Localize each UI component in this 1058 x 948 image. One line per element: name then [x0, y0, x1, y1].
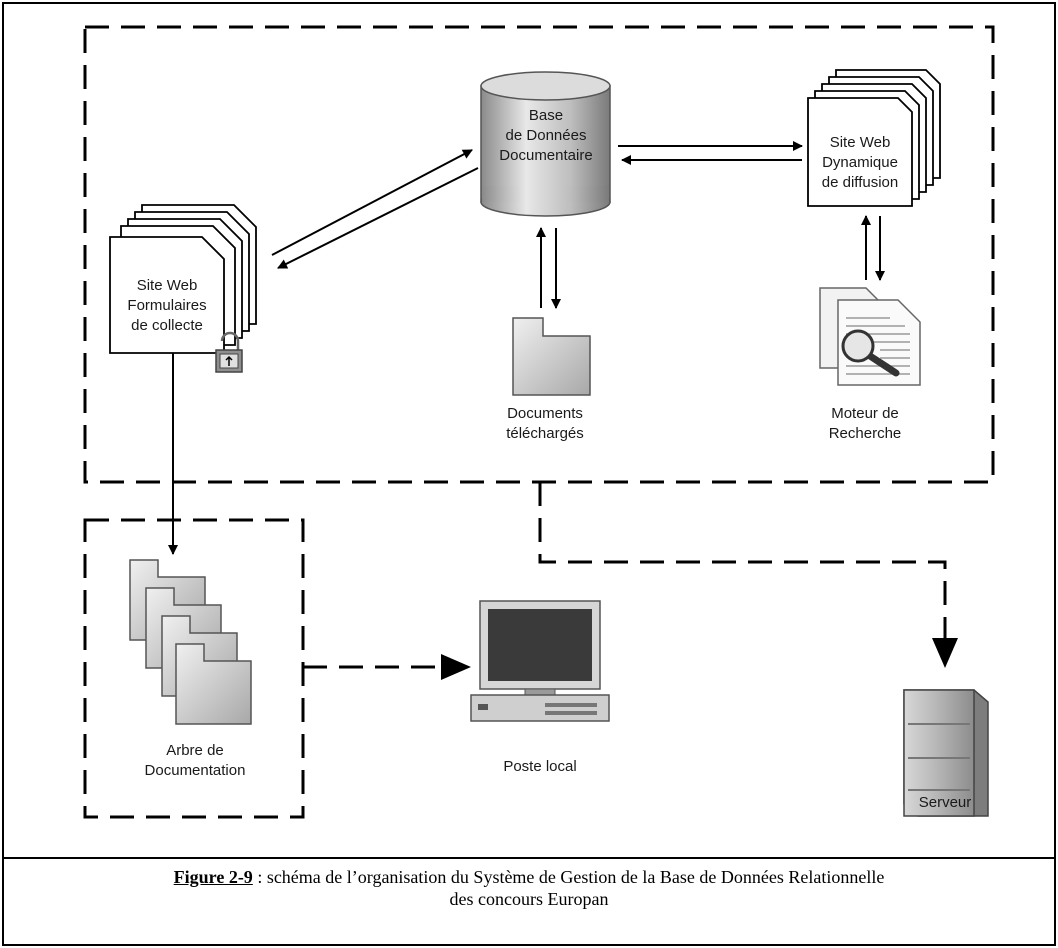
caption-text-line2: des concours Europan [449, 889, 609, 909]
lock-icon [215, 331, 243, 373]
doc-tree-label: Arbre de Documentation [115, 741, 275, 781]
local-pc-label-text: Poste local [503, 758, 577, 775]
doc-tree-label-line2: Documentation [144, 762, 246, 779]
database-label-line2: de Données [505, 127, 587, 144]
figure-caption: Figure 2-9 : schéma de l’organisation du… [0, 866, 1058, 910]
web-pages-icon [807, 69, 941, 207]
documents-label: Documents téléchargés [470, 404, 620, 444]
arrow-db-to-collect [277, 167, 479, 269]
search-engine-label-line1: Moteur de [831, 405, 899, 422]
arrow-tree-to-pc [303, 654, 471, 680]
caption-line1: Figure 2-9 : schéma de l’organisation du… [0, 866, 1058, 888]
documents-label-line2: téléchargés [506, 425, 584, 442]
figure-number: Figure 2-9 [173, 867, 253, 887]
desktop-computer-icon [470, 600, 610, 722]
site-diffusion-label: Site Web Dynamique de diffusion [808, 133, 912, 193]
documents-label-line1: Documents [507, 405, 583, 422]
server-label: Serveur [900, 793, 990, 813]
server-tower-icon [903, 689, 989, 817]
web-pages-icon [109, 204, 257, 354]
search-engine-label-line2: Recherche [828, 425, 902, 442]
local-pc-label: Poste local [460, 757, 620, 777]
database-label-line3: Documentaire [499, 147, 593, 164]
folder-stack-icon [129, 559, 252, 725]
search-engine-label: Moteur de Recherche [800, 404, 930, 444]
folder-icon [512, 317, 591, 396]
site-collect-label: Site Web Formulaires de collecte [110, 276, 224, 336]
site-diffusion-label-line1: Site Web [829, 134, 891, 151]
site-collect-label-line3: de collecte [131, 317, 203, 334]
site-diffusion-label-line3: de diffusion [821, 174, 899, 191]
database-cylinder-icon [480, 71, 611, 217]
site-diffusion-label-line2: Dynamique [822, 154, 898, 171]
arrows [168, 141, 885, 555]
caption-text-line1: : schéma de l’organisation du Système de… [252, 867, 885, 887]
arrow-group-to-server [538, 482, 958, 668]
doc-tree-label-line1: Arbre de [166, 742, 224, 759]
server-label-text: Serveur [918, 794, 972, 811]
site-collect-label-line2: Formulaires [127, 297, 207, 314]
arrow-collect-to-db [271, 149, 473, 256]
database-label: Base de Données Documentaire [482, 106, 610, 166]
site-collect-label-line1: Site Web [136, 277, 198, 294]
search-document-icon [819, 287, 921, 386]
database-label-line1: Base [528, 107, 564, 124]
